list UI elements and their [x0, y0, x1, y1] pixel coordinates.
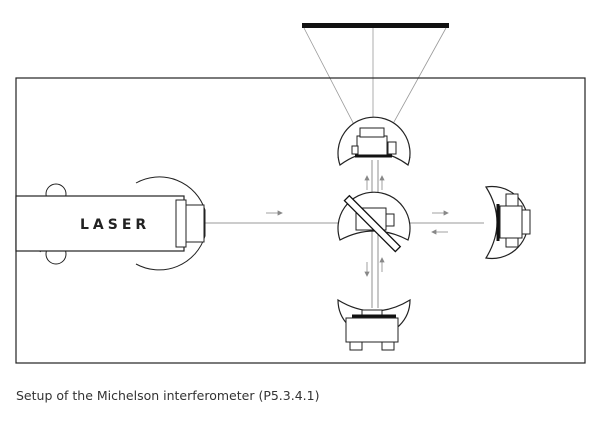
screen — [302, 23, 449, 28]
michelson-setup-diagram: LASER — [15, 23, 586, 364]
laser-label: LASER — [80, 217, 150, 233]
right-mirror-mount — [485, 185, 531, 260]
beam-arrows — [266, 175, 449, 277]
figure-caption: Setup of the Michelson interferometer (P… — [16, 388, 320, 403]
laser-assembly: LASER — [15, 176, 206, 271]
bottom-mirror-mount — [337, 298, 411, 351]
laser-aperture — [185, 204, 205, 243]
beam-splitter-mount — [337, 191, 411, 253]
top-mirror-mount — [337, 116, 411, 166]
beam-splitter-plate — [343, 194, 402, 253]
